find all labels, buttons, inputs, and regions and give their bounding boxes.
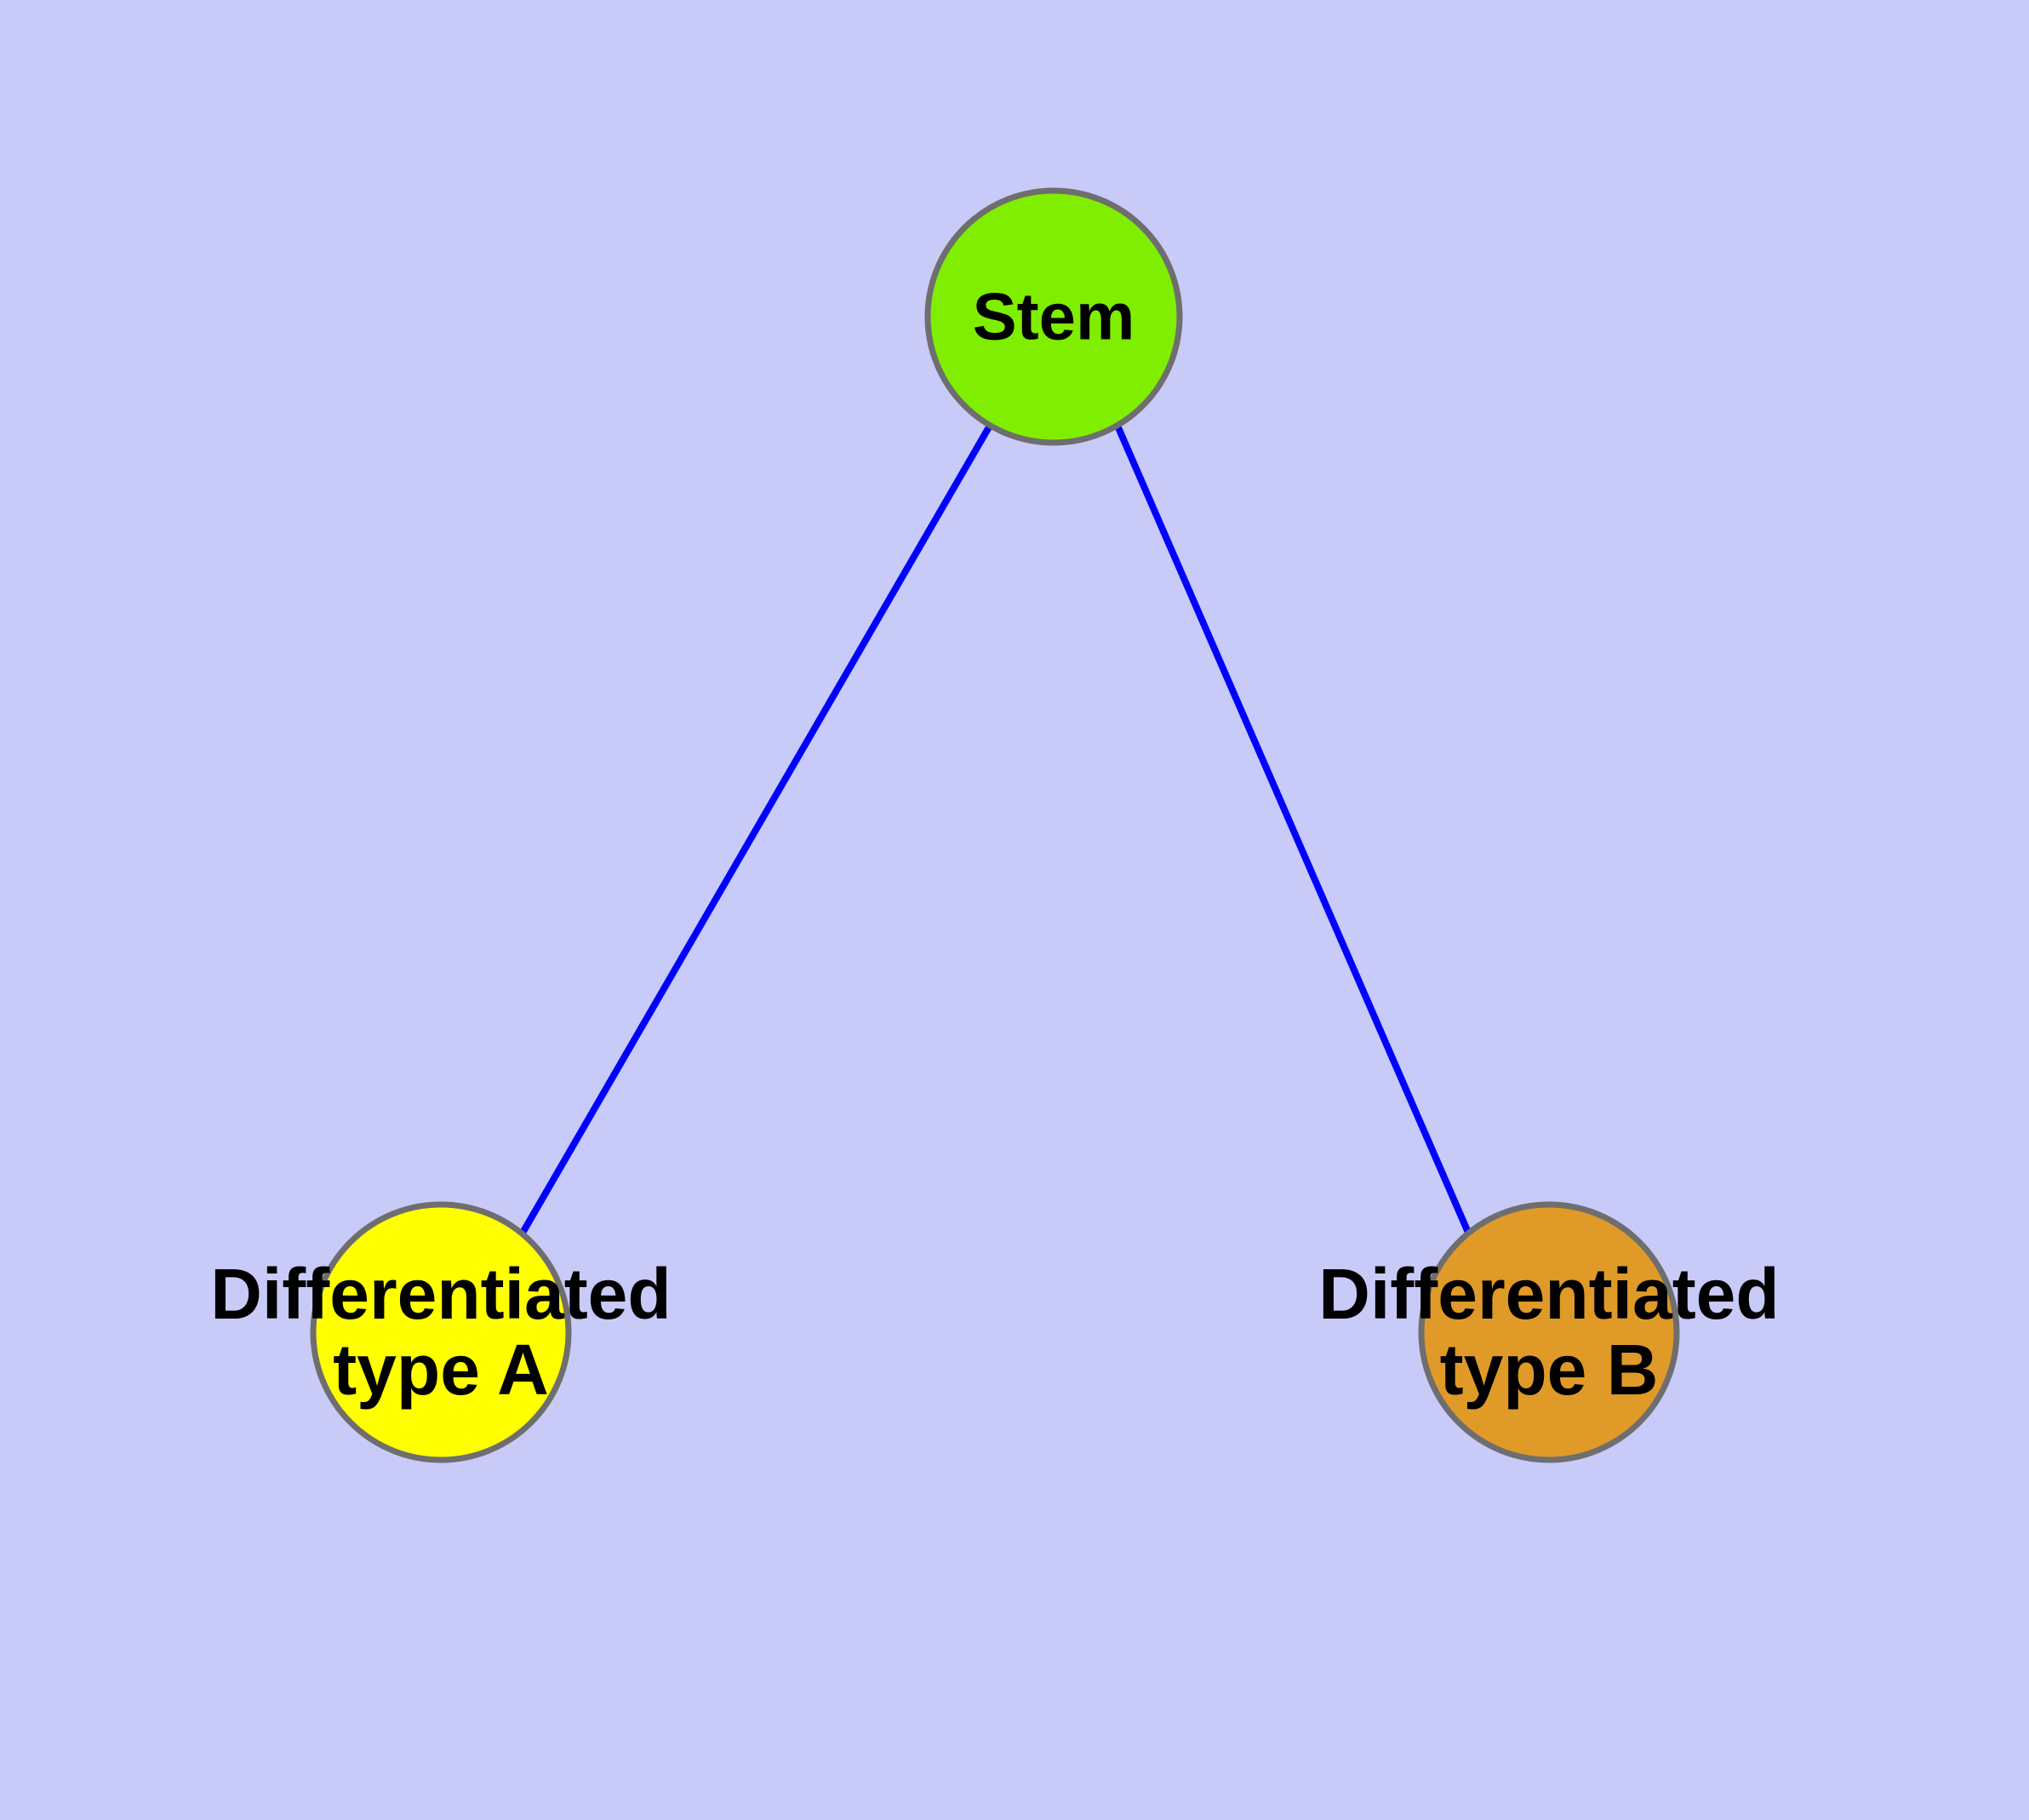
edge-stem-to-differentiated-type-b[interactable] [1114,424,1472,1236]
edge-stem-to-differentiated-type-a[interactable] [518,423,993,1237]
node-differentiated-type-a-circle[interactable] [310,1201,572,1463]
node-layer [310,187,1680,1463]
node-stem-circle[interactable] [924,187,1183,446]
edge-layer [518,423,1472,1237]
node-differentiated-type-b-circle[interactable] [1418,1201,1680,1463]
